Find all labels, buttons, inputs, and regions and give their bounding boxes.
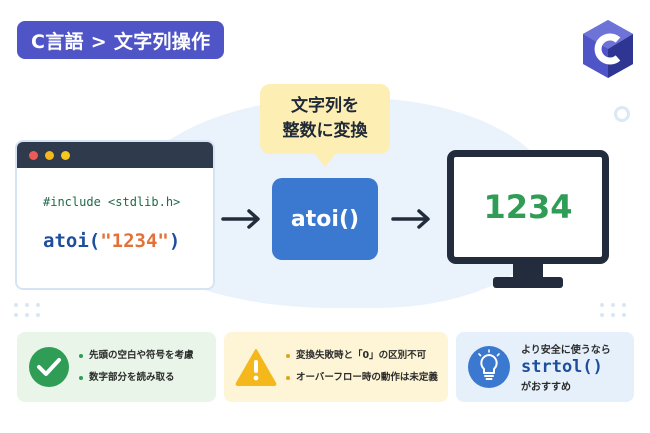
result-value: 1234 <box>483 188 573 226</box>
feature-item-1: 先頭の空白や符号を考慮 <box>89 350 194 361</box>
decor-dots-left <box>14 303 41 317</box>
bullet-dot-icon <box>79 354 83 358</box>
warnings-card: 変換失敗時と「0」の区別不可 オーバーフロー時の動作は未定義 <box>224 332 448 402</box>
c-language-logo-icon <box>583 20 633 78</box>
monitor-neck <box>513 262 543 278</box>
explanation-bubble: 文字列を 整数に変換 <box>260 84 390 154</box>
tip-text: より安全に使うなら strtol() がおすすめ <box>521 341 611 393</box>
code-include-line: #include <stdlib.h> <box>43 195 181 209</box>
decor-ring <box>614 106 630 122</box>
list-item: オーバーフロー時の動作は未定義 <box>286 367 438 389</box>
warnings-list: 変換失敗時と「0」の区別不可 オーバーフロー時の動作は未定義 <box>286 345 438 389</box>
code-window-titlebar <box>17 142 213 168</box>
page-title: C言語 > 文字列操作 <box>17 21 225 59</box>
list-item: 変換失敗時と「0」の区別不可 <box>286 345 438 367</box>
bullet-dot-icon <box>286 354 290 358</box>
list-item: 数字部分を読み取る <box>79 367 194 389</box>
atoi-function-box: atoi() <box>272 178 378 260</box>
check-circle-icon <box>29 347 69 387</box>
feature-item-2: 数字部分を読み取る <box>89 372 175 383</box>
code-call-function: atoi( <box>43 230 101 252</box>
bullet-dot-icon <box>79 376 83 380</box>
features-card: 先頭の空白や符号を考慮 数字部分を読み取る <box>17 332 216 402</box>
window-close-dot-icon <box>29 150 38 160</box>
bubble-line-1: 文字列を <box>291 96 359 116</box>
features-list: 先頭の空白や符号を考慮 数字部分を読み取る <box>79 345 194 389</box>
warning-item-2: オーバーフロー時の動作は未定義 <box>296 372 438 383</box>
result-monitor: 1234 <box>447 150 609 290</box>
arrow-right-icon <box>391 209 430 229</box>
bubble-line-2: 整数に変換 <box>282 121 368 141</box>
tip-line-1: より安全に使うなら <box>521 345 611 356</box>
code-window: #include <stdlib.h> atoi("1234") <box>15 140 215 290</box>
arrow-right-icon <box>221 209 260 229</box>
code-call-argument: "1234" <box>100 230 169 252</box>
monitor-screen: 1234 <box>447 150 609 264</box>
tip-card: より安全に使うなら strtol() がおすすめ <box>456 332 634 402</box>
window-maximize-dot-icon <box>61 150 70 160</box>
list-item: 先頭の空白や符号を考慮 <box>79 345 194 367</box>
code-call-close: ) <box>168 230 181 252</box>
decor-dots-right <box>600 303 627 317</box>
window-minimize-dot-icon <box>45 150 54 160</box>
lightbulb-icon <box>468 346 510 388</box>
code-call-line: atoi("1234") <box>43 230 180 252</box>
tip-function-name: strtol() <box>521 357 603 377</box>
bubble-tail <box>314 153 336 167</box>
tip-line-3: がおすすめ <box>521 382 571 393</box>
warning-triangle-icon <box>235 349 277 386</box>
warning-item-1: 変換失敗時と「0」の区別不可 <box>296 350 427 361</box>
monitor-base <box>493 277 563 288</box>
bullet-dot-icon <box>286 376 290 380</box>
